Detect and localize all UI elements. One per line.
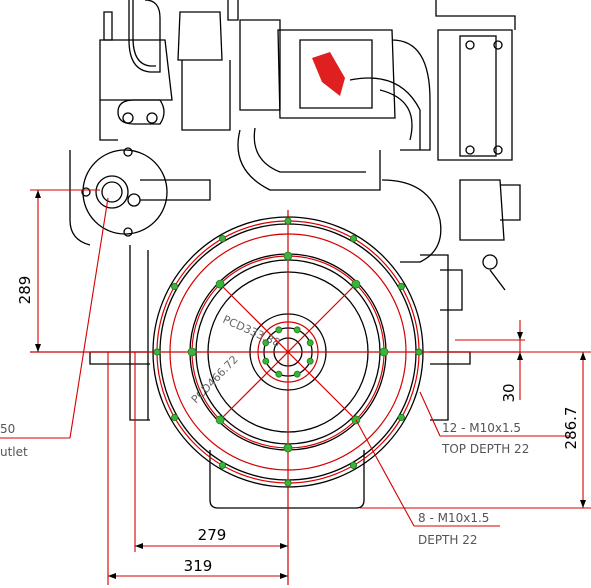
dimension-289: 289 bbox=[16, 276, 34, 305]
callout-top-holes-line1: 12 - M10x1.5 bbox=[442, 421, 521, 435]
dimension-319: 319 bbox=[184, 557, 213, 575]
bolt-hole-inner bbox=[379, 347, 389, 357]
bolt-hole-outer bbox=[284, 479, 292, 487]
bolt-hole-outer bbox=[171, 282, 179, 291]
bolt-hole-outer bbox=[171, 413, 179, 422]
logo-mark bbox=[312, 52, 345, 96]
bolt-hole-outer bbox=[218, 461, 227, 469]
bolt-hole-outer bbox=[397, 413, 405, 422]
bolt-hole-outer bbox=[349, 235, 358, 243]
bolt-hole-hub bbox=[275, 326, 283, 334]
bolt-hole-inner bbox=[351, 415, 361, 425]
dimension-30: 30 bbox=[500, 383, 518, 402]
bolt-hole-outer bbox=[415, 348, 423, 356]
bolt-hole-inner bbox=[283, 251, 293, 261]
bolt-hole-hub bbox=[293, 326, 301, 334]
bolt-hole-inner bbox=[283, 443, 293, 453]
bolt-holes bbox=[153, 217, 423, 487]
bolt-hole-hub bbox=[306, 339, 314, 347]
dimension-279: 279 bbox=[198, 526, 227, 544]
bolt-hole-outer bbox=[218, 235, 227, 243]
bolt-hole-hub bbox=[262, 339, 270, 347]
bolt-hole-hub bbox=[262, 357, 270, 365]
dimension-arrows bbox=[35, 190, 586, 579]
callout-left-line2: utlet bbox=[0, 445, 28, 459]
bolt-hole-hub bbox=[275, 370, 283, 378]
bolt-hole-hub bbox=[293, 370, 301, 378]
callout-bottom-holes-line2: DEPTH 22 bbox=[418, 533, 478, 547]
pcd-circles bbox=[30, 210, 520, 585]
bolt-hole-inner bbox=[187, 347, 197, 357]
dimension-lines bbox=[0, 189, 591, 585]
callout-left-line1: 50 bbox=[0, 422, 15, 436]
bolt-hole-inner bbox=[351, 279, 361, 289]
bolt-hole-outer bbox=[397, 282, 405, 291]
bolt-hole-outer bbox=[349, 461, 358, 469]
bolt-hole-inner bbox=[215, 279, 225, 289]
bolt-hole-hub bbox=[306, 357, 314, 365]
dimension-286-7: 286.7 bbox=[562, 407, 580, 450]
bolt-hole-inner bbox=[215, 415, 225, 425]
bolt-hole-outer bbox=[284, 217, 292, 225]
callout-top-holes-line2: TOP DEPTH 22 bbox=[441, 442, 529, 456]
bolt-hole-outer bbox=[153, 348, 161, 356]
callout-bottom-holes-line1: 8 - M10x1.5 bbox=[418, 511, 489, 525]
